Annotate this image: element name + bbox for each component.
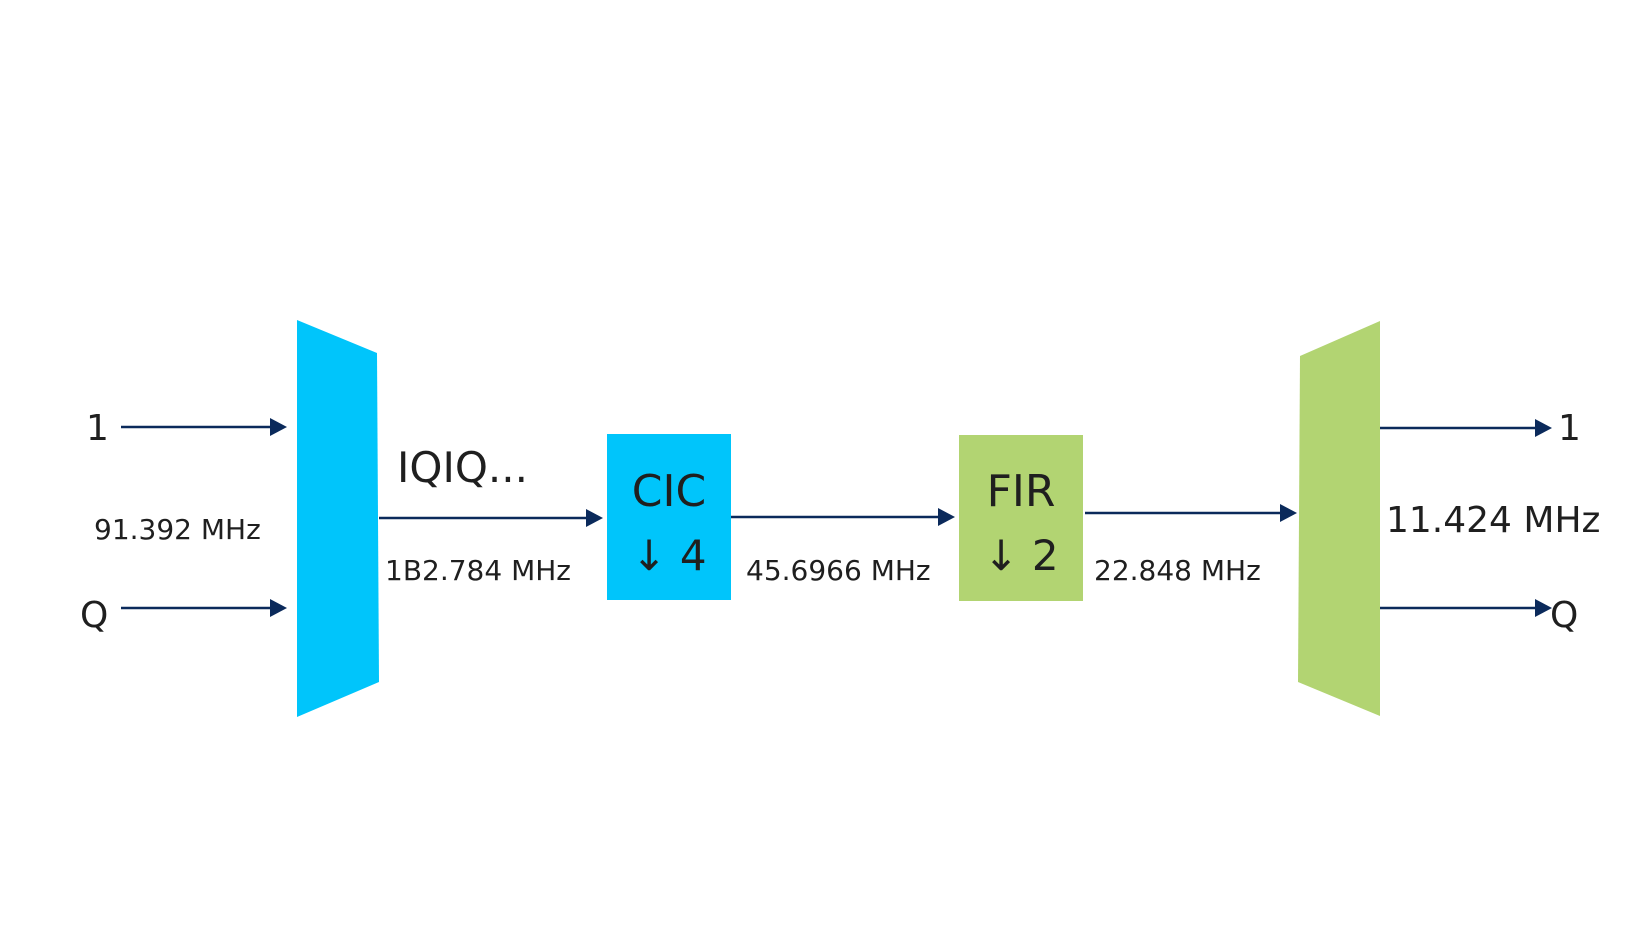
cic-decimation-label: ↓ 4	[631, 531, 706, 580]
input-multiplexer	[297, 320, 379, 717]
output-q-label: Q	[1550, 595, 1578, 636]
interleave-sequence-label: IQIQ...	[397, 443, 528, 492]
fir-block	[959, 435, 1083, 601]
arrow-input-q	[121, 599, 287, 617]
input-rate-label: 91.392 MHz	[94, 513, 261, 546]
input-q-label: Q	[80, 595, 108, 636]
arrow-mux-to-cic	[379, 509, 603, 527]
arrow-cic-to-fir	[731, 508, 955, 526]
fir-decimation-label: ↓ 2	[983, 531, 1058, 580]
cic-name-label: CIC	[632, 466, 706, 517]
arrow-fir-to-demux	[1085, 504, 1297, 522]
fir-name-label: FIR	[987, 466, 1056, 517]
arrow-input-i	[121, 418, 287, 436]
cic-output-rate-label: 45.6966 MHz	[746, 554, 931, 587]
cic-block	[607, 434, 731, 600]
output-rate-label: 11.424 MHz	[1386, 500, 1600, 541]
arrow-output-q	[1380, 599, 1552, 617]
input-i-label: 1	[86, 408, 109, 449]
arrow-output-i	[1380, 419, 1552, 437]
signal-arrows	[121, 418, 1552, 617]
interleave-rate-label: 1B2.784 MHz	[385, 554, 571, 587]
output-i-label: 1	[1558, 408, 1581, 449]
fir-output-rate-label: 22.848 MHz	[1094, 554, 1261, 587]
output-demultiplexer	[1298, 321, 1380, 716]
